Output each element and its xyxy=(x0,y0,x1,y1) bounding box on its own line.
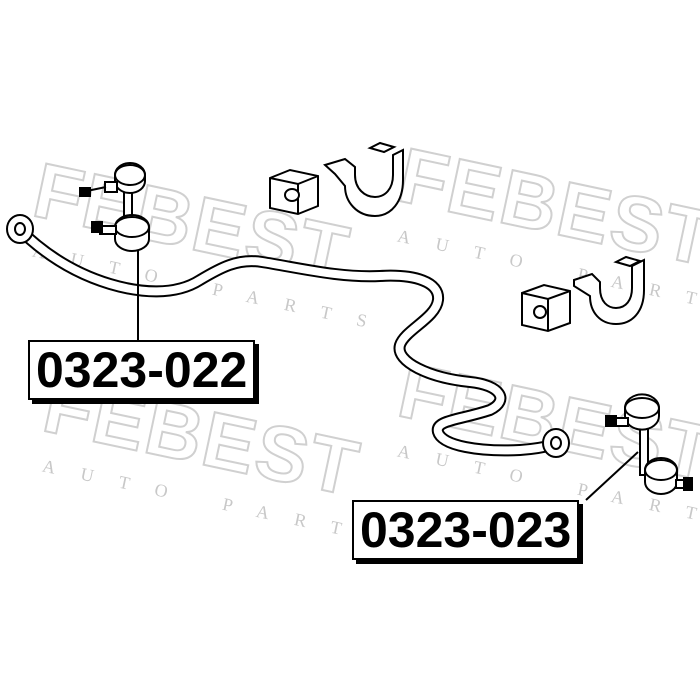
stabilizer-link-left xyxy=(79,162,150,252)
bushing-lower xyxy=(521,283,571,333)
part-number-label-right: 0323-023 xyxy=(352,500,580,560)
bracket-upper xyxy=(323,141,404,218)
bracket-lower xyxy=(573,255,645,326)
bar-end-left xyxy=(6,214,34,244)
part-number-text: 0323-023 xyxy=(360,502,572,558)
bushing-upper xyxy=(269,168,319,216)
part-number-label-left: 0323-022 xyxy=(28,340,256,400)
stabilizer-bar xyxy=(12,222,558,457)
leader-line-right xyxy=(585,451,639,501)
part-number-text: 0323-022 xyxy=(36,342,248,398)
bar-end-right xyxy=(542,428,570,458)
stabilizer-link-right xyxy=(605,393,693,495)
